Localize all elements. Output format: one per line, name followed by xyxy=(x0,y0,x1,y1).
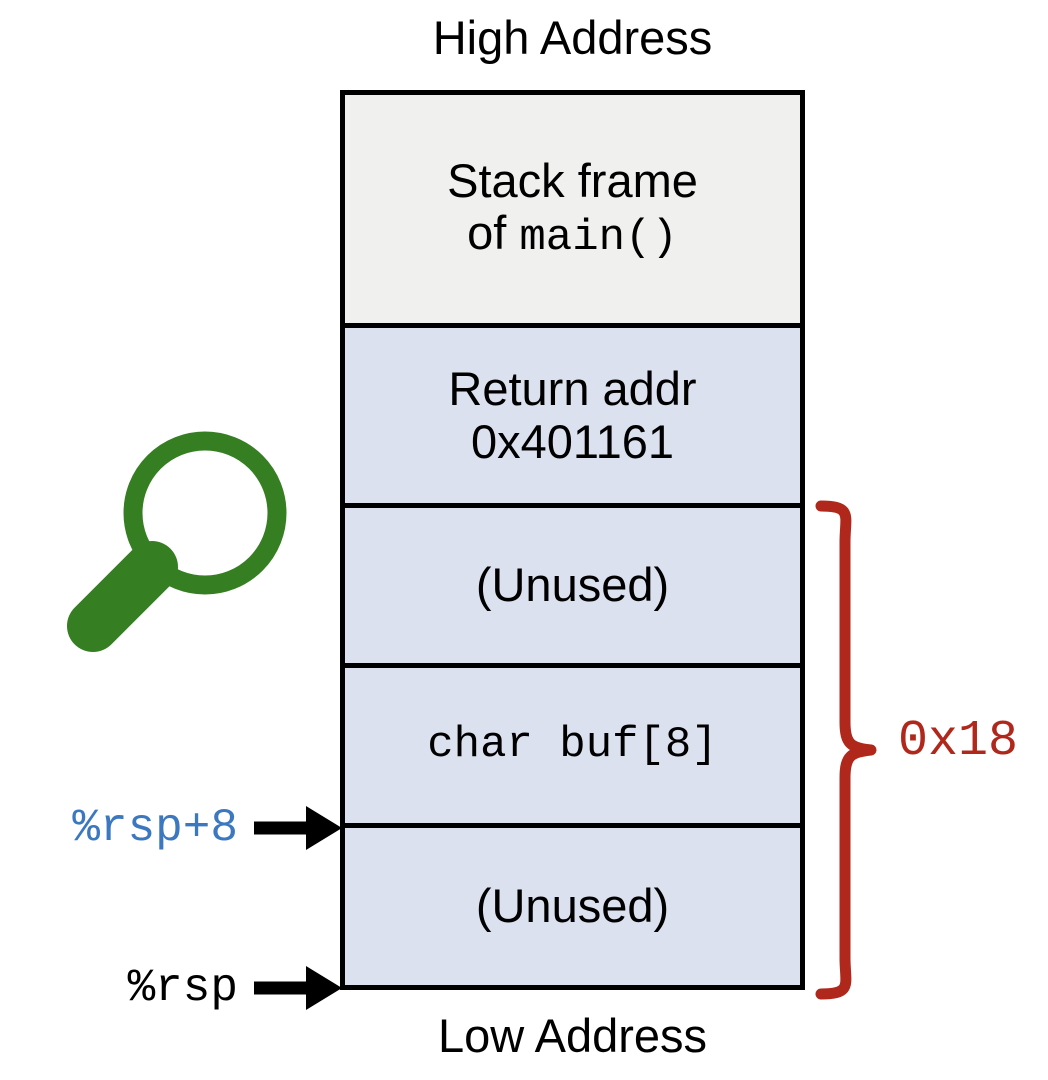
stack-frame-main-line1: Stack frame xyxy=(447,153,698,207)
pointer-rsp-plus-8-label: %rsp+8 xyxy=(72,802,238,854)
return-address-value: 0x401161 xyxy=(471,414,674,468)
low-address-label: Low Address xyxy=(437,1009,708,1062)
arrow-right-icon xyxy=(254,806,342,850)
arrow-right-icon xyxy=(254,966,342,1010)
stack-frame-main-line2: of main() xyxy=(467,206,678,264)
stack-cell-unused-lower: (Unused) xyxy=(345,828,800,985)
high-address-label: High Address xyxy=(432,11,713,64)
stack-cell-return-address: Return addr 0x401161 xyxy=(345,328,800,508)
char-buf-label: char buf[8] xyxy=(427,719,718,770)
stack-cell-char-buf: char buf[8] xyxy=(345,668,800,828)
stack-box: Stack frame of main() Return addr 0x4011… xyxy=(340,90,805,990)
stack-cell-unused-upper: (Unused) xyxy=(345,508,800,668)
stack-frame-main-line2-mono: main() xyxy=(519,213,678,264)
unused-lower-label: (Unused) xyxy=(475,879,670,933)
brace-size-label: 0x18 xyxy=(898,713,1019,770)
return-address-line1: Return addr xyxy=(448,361,697,415)
size-brace xyxy=(815,500,877,1000)
pointer-rsp: %rsp xyxy=(10,958,342,1018)
stack-cell-stack-frame-main: Stack frame of main() xyxy=(345,95,800,328)
pointer-rsp-plus-8: %rsp+8 xyxy=(10,798,342,858)
stack-frame-main-line2-prefix: of xyxy=(467,206,520,260)
magnifying-glass-icon xyxy=(67,431,287,652)
unused-upper-label: (Unused) xyxy=(475,558,670,612)
pointer-rsp-label: %rsp xyxy=(127,962,238,1014)
